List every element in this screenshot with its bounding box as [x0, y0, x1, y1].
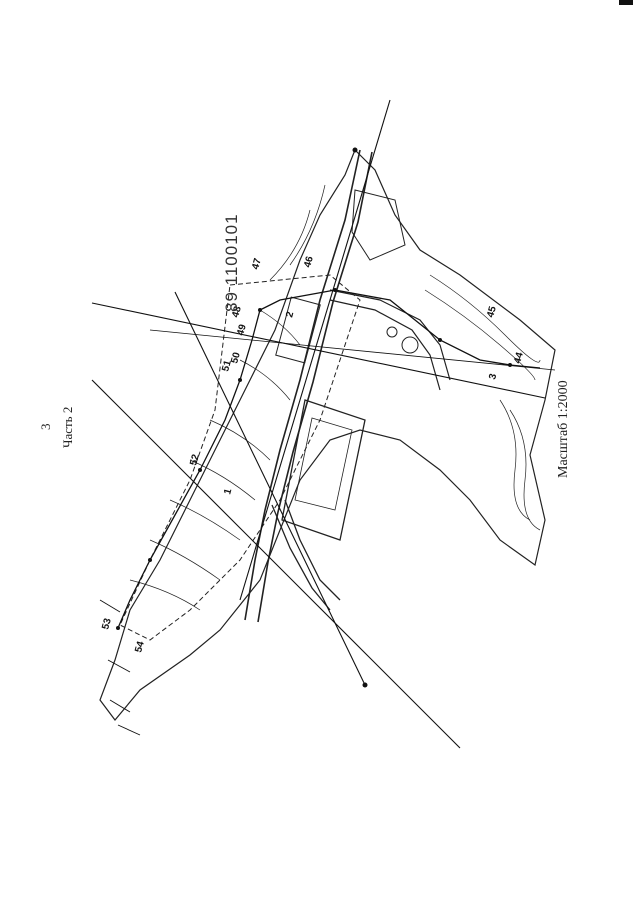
- territory-outline: [99, 148, 556, 721]
- document-number: 89 1100101: [222, 213, 241, 312]
- main-road: [244, 149, 361, 621]
- section-line-2: [91, 379, 461, 749]
- section-line-5: [149, 329, 556, 371]
- point-label-52: 52: [188, 453, 202, 467]
- point-label-51: 51: [220, 359, 234, 373]
- point-label-54: 54: [133, 640, 147, 654]
- point-label-2: 2: [284, 310, 296, 319]
- point-label-49: 49: [235, 323, 249, 337]
- map-scale-label: Масштаб 1:2000: [556, 380, 571, 478]
- building-block: [281, 399, 366, 541]
- point-label-46: 46: [302, 255, 316, 269]
- point-label-3: 3: [487, 372, 499, 381]
- point-label-48: 48: [230, 305, 244, 319]
- branch-road: [284, 499, 341, 601]
- section-line-1: [91, 302, 546, 399]
- point-label-1: 1: [222, 487, 234, 496]
- point-label-45: 45: [485, 305, 499, 319]
- point-label-44: 44: [512, 351, 526, 365]
- point-label-50: 50: [229, 351, 243, 365]
- section-line-4: [174, 291, 366, 686]
- point-label-47: 47: [250, 257, 264, 271]
- section-line-3: [239, 99, 391, 601]
- page-number: 3: [38, 423, 53, 431]
- point-label-53: 53: [100, 617, 114, 631]
- survey-route: [117, 289, 541, 629]
- page-corner-mark: [619, 0, 633, 5]
- dashed-boundary: [119, 274, 361, 641]
- part-label: Часть 2: [60, 406, 75, 448]
